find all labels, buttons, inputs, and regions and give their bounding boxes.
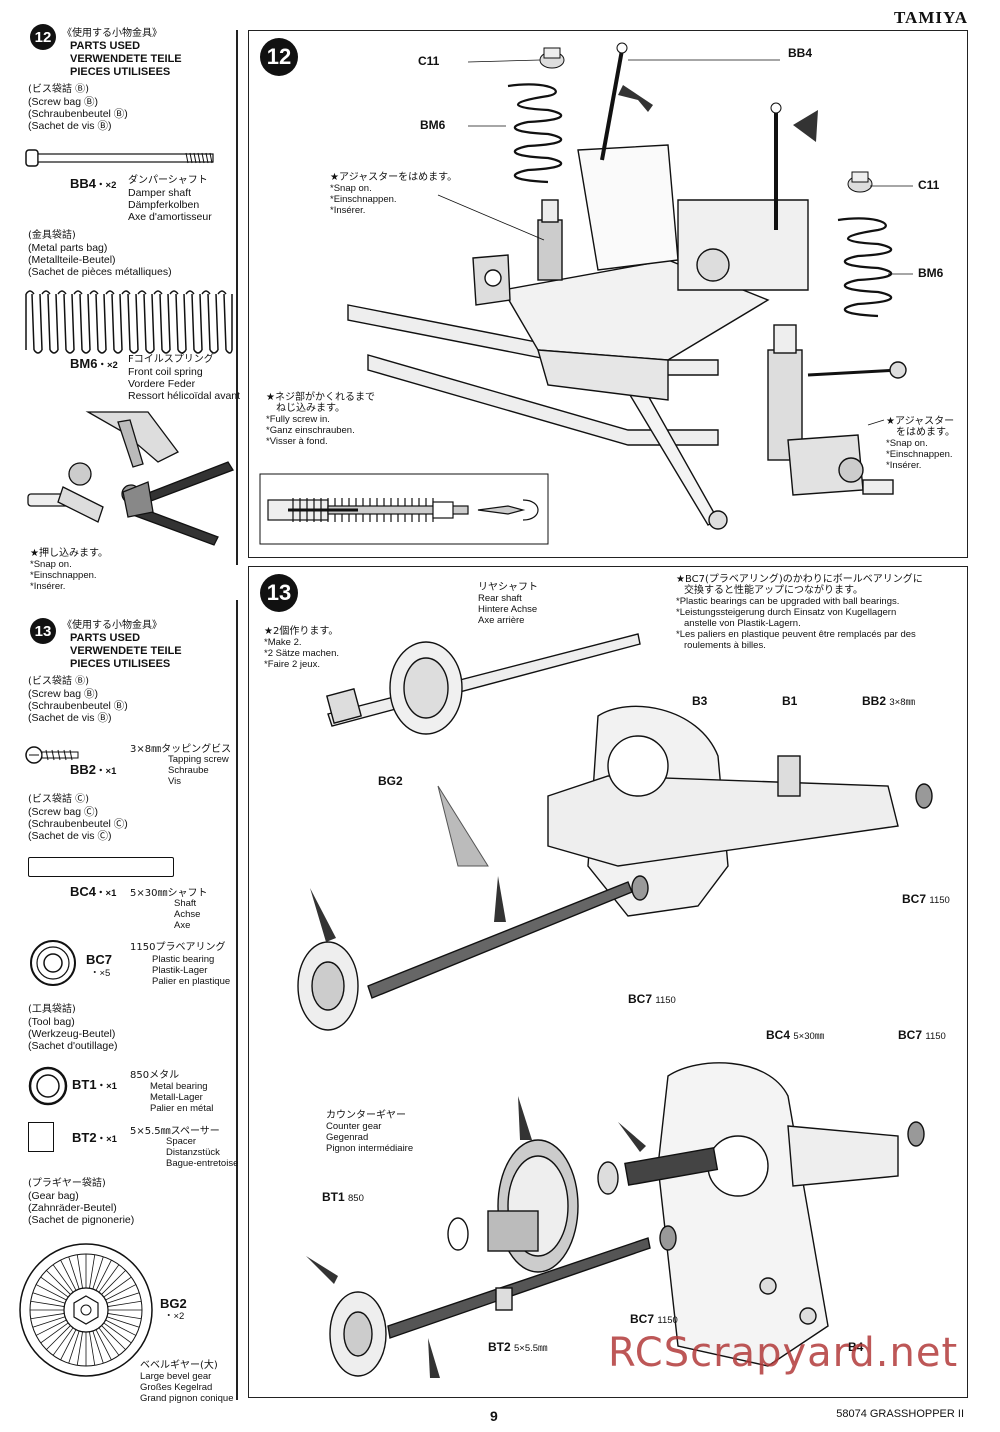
p12-screw-note: ★ネジ部がかくれるまで ねじ込みます。 *Fully screw in. *Ga… xyxy=(266,392,375,447)
p13-b4: B4 xyxy=(848,1340,864,1354)
p13-bt2: BT2 5×5.5㎜ xyxy=(488,1340,548,1354)
p12-adjuster-note: ★アジャスターをはめます。 *Snap on. *Einschnappen. *… xyxy=(330,172,458,216)
s13-bc4-desc: Shaft Achse Axe xyxy=(174,898,201,931)
s13-bt2-desc: Spacer Distanzstück Bague-entretoise xyxy=(166,1136,239,1169)
s13-bag4: (プラギヤー袋詰) (Gear bag) (Zahnräder-Beutel) … xyxy=(28,1178,135,1226)
p13-make-note: ★2個作ります。 *Make 2. *2 Sätze machen. *Fair… xyxy=(264,626,339,670)
s12-bag2: (金具袋詰) (Metal parts bag) (Metallteile-Be… xyxy=(28,230,172,278)
s12-parts-jp: 《使用する小物金具》 xyxy=(62,28,162,39)
p13-bc7-upper: BC7 1150 xyxy=(898,1028,946,1042)
p13-bc7-lower: BC7 1150 xyxy=(630,1312,678,1326)
p13-b3: B3 xyxy=(692,694,708,708)
p12-c11-left: C11 xyxy=(418,54,440,68)
s13-bt1-jp: 850メタル xyxy=(130,1070,180,1081)
p13-bb2: BB2 3×8㎜ xyxy=(862,694,915,708)
divider-left-bottom xyxy=(236,600,238,1400)
plastic-bearing-icon xyxy=(30,940,76,986)
s13-bt2-code: BT2・×1 xyxy=(72,1130,117,1145)
s13-bag2: (ビス袋詰 Ⓒ) (Screw bag Ⓒ) (Schraubenbeutel … xyxy=(28,794,128,842)
damper-shaft-icon xyxy=(25,149,214,167)
watermark: RCScrapyard.net xyxy=(608,1330,959,1376)
pliers-illustration xyxy=(27,411,234,546)
gearbox-drawing xyxy=(297,633,933,1378)
tapping-screw-icon xyxy=(25,746,79,764)
s12-bm6-desc: Fコイルスプリング Front coil spring Vordere Fede… xyxy=(128,354,241,402)
s13-bc7-qty: ・×5 xyxy=(90,968,111,979)
s13-bg2-code: BG2 xyxy=(160,1296,187,1311)
page-number: 9 xyxy=(490,1408,498,1424)
s13-bb2-jp: 3×8㎜タッピングビス xyxy=(130,744,232,755)
p12-bm6-right: BM6 xyxy=(918,266,944,280)
s12-push-note: ★押し込みます。 *Snap on. *Einschnappen. *Insér… xyxy=(30,548,108,592)
p13-bc7-right: BC7 1150 xyxy=(902,892,950,906)
s13-bag3: (工具袋詰) (Tool bag) (Werkzeug-Beutel) (Sac… xyxy=(28,1004,118,1052)
s12-bag1: (ビス袋詰 Ⓑ) (Screw bag Ⓑ) (Schraubenbeutel … xyxy=(28,84,128,132)
p12-c11-right: C11 xyxy=(918,178,940,192)
s13-bt2-jp: 5×5.5㎜スペーサー xyxy=(130,1126,220,1137)
shaft-icon xyxy=(28,857,174,877)
p12-bb4: BB4 xyxy=(788,46,813,60)
front-suspension-drawing xyxy=(259,42,913,545)
s12-bm6-code: BM6・×2 xyxy=(70,356,118,371)
p13-bt1: BT1 850 xyxy=(322,1190,364,1204)
s12-parts-de: VERWENDETE TEILE xyxy=(70,53,182,65)
coil-spring-icon xyxy=(25,290,233,354)
spacer-icon xyxy=(28,1122,54,1152)
s13-bg2-jp: ベベルギヤー(大) xyxy=(140,1360,218,1371)
panel-12-badge: 12 xyxy=(260,38,298,76)
p13-rear-shaft-label: リヤシャフト Rear shaft Hintere Achse Axe arri… xyxy=(478,582,538,626)
divider-left-top xyxy=(236,30,238,565)
brand-logo: TAMIYA xyxy=(893,8,968,27)
p13-bc7-mid: BC7 1150 xyxy=(628,992,676,1006)
s13-bg2-qty: ・×2 xyxy=(164,1311,185,1322)
s13-bag1: (ビス袋詰 Ⓑ) (Screw bag Ⓑ) (Schraubenbeutel … xyxy=(28,676,128,724)
panel-13-badge: 13 xyxy=(260,574,298,612)
s13-bg2-desc: Large bevel gear Großes Kegelrad Grand p… xyxy=(140,1371,234,1404)
s13-bc7-code: BC7 xyxy=(86,952,113,967)
p12-adjuster-note-right: ★アジャスター をはめます。 *Snap on. *Einschnappen. … xyxy=(886,416,955,471)
model-footer: 58074 GRASSHOPPER II xyxy=(836,1408,964,1420)
s12-parts-en: PARTS USED xyxy=(70,40,141,52)
p13-bc4: BC4 5×30㎜ xyxy=(766,1028,825,1042)
p13-bearing-note: ★BC7(プラベアリング)のかわりにボールベアリングに 交換すると性能アップにつ… xyxy=(676,574,923,651)
s13-bc7-jp: 1150プラベアリング xyxy=(130,942,226,953)
s13-bc7-desc: Plastic bearing Plastik-Lager Palier en … xyxy=(152,954,231,987)
p13-bg2: BG2 xyxy=(378,774,403,788)
s12-bb4-code: BB4・×2 xyxy=(70,176,117,191)
step-12-badge: 12 xyxy=(30,24,56,50)
p12-bm6-left: BM6 xyxy=(420,118,446,132)
metal-bearing-icon xyxy=(28,1066,68,1106)
p13-b1: B1 xyxy=(782,694,798,708)
s13-bc4-code: BC4・×1 xyxy=(70,884,117,899)
s13-parts-fr: PIECES UTILISEES xyxy=(70,658,171,670)
s13-parts-en: PARTS USED xyxy=(70,632,141,644)
s13-parts-de: VERWENDETE TEILE xyxy=(70,645,182,657)
s12-parts-fr: PIECES UTILISEES xyxy=(70,66,171,78)
s12-bb4-desc: ダンパーシャフト Damper shaft Dämpferkolben Axe … xyxy=(128,175,212,223)
s13-parts-jp: 《使用する小物金具》 xyxy=(62,620,162,631)
step-13-badge: 13 xyxy=(30,618,56,644)
s13-bb2-code: BB2・×1 xyxy=(70,762,117,777)
s13-bt1-code: BT1・×1 xyxy=(72,1077,117,1092)
s13-bt1-desc: Metal bearing Metall-Lager Palier en mét… xyxy=(150,1081,214,1114)
bevel-gear-icon xyxy=(19,1243,153,1377)
s13-bb2-desc: Tapping screw Schraube Vis xyxy=(168,754,229,787)
p13-counter-gear-label: カウンターギヤー Counter gear Gegenrad Pignon in… xyxy=(326,1110,414,1154)
s13-bc4-jp: 5×30㎜シャフト xyxy=(130,888,208,899)
